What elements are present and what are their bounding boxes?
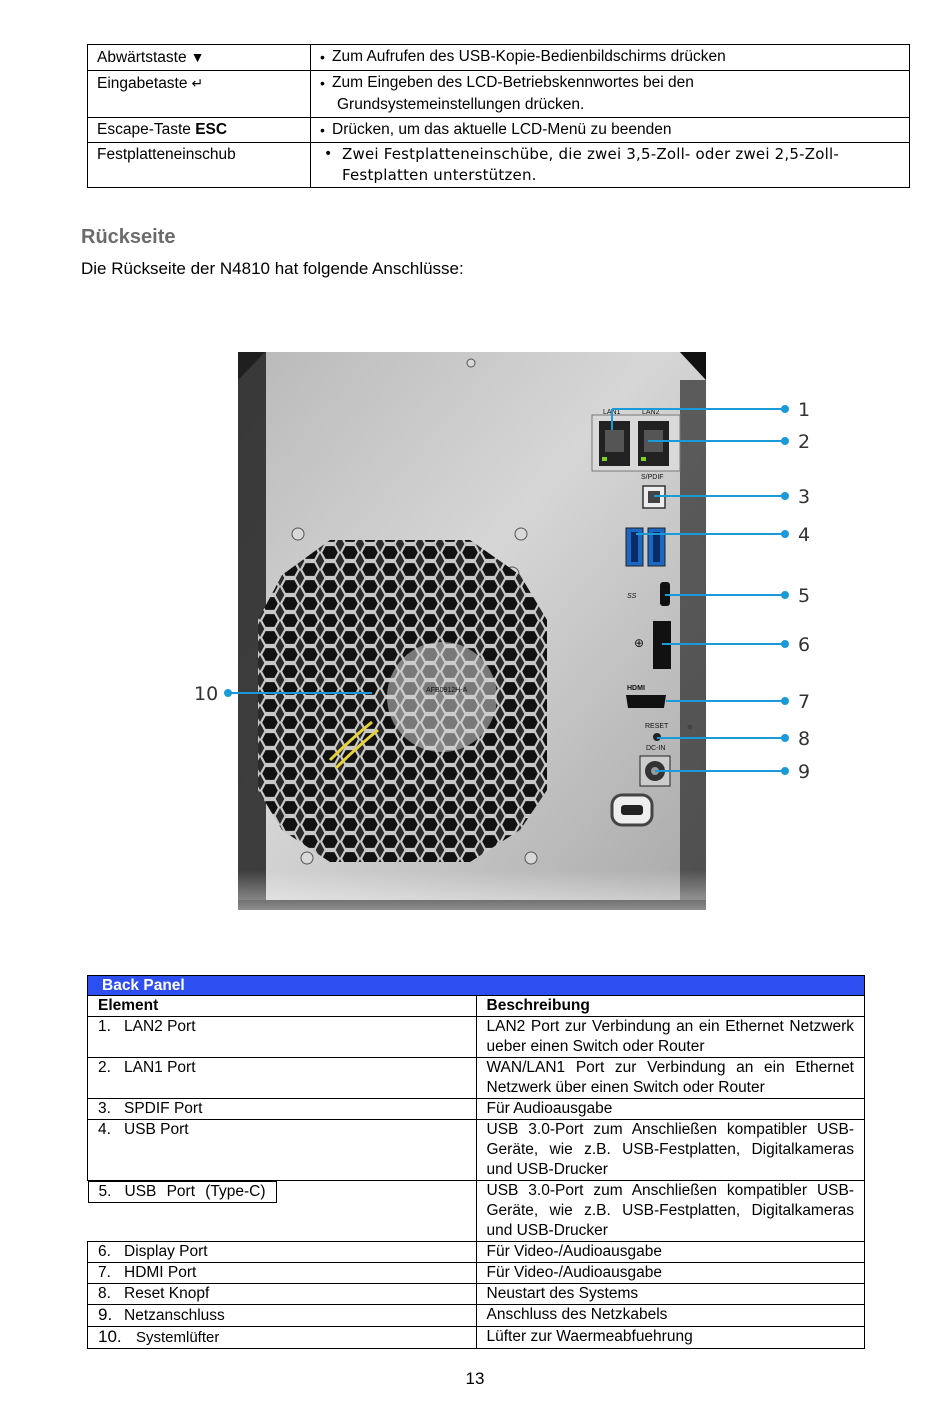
element-desc: Drücken, um das aktuelle LCD-Menü zu bee… [332,121,672,138]
port-name: Netzanschluss [124,1307,225,1324]
controls-table: Abwärtstaste▼ • Zum Aufrufen des USB-Kopi… [87,44,910,188]
element-name: Eingabetaste [97,75,188,92]
device-back-panel-image: AFB0912H-A LAN1 LAN2 S/PDIF SS ⊕ HDMI RE… [194,352,810,950]
table-row: 5.USB Port (Type-C) USB 3.0-Port zum Ans… [87,1180,865,1242]
spdif-label: S/PDIF [641,474,664,481]
table-header-row: Element Beschreibung [87,995,865,1017]
callout-lines [224,405,789,775]
table-title-row: Back Panel [87,975,865,996]
callout-9: 9 [798,761,810,783]
element-desc: Zum Eingeben des LCD-Betriebskennwortes … [332,74,694,91]
fan-grille [258,540,547,862]
svg-text:⊕: ⊕ [634,636,644,650]
callout-3: 3 [798,486,810,508]
bullet-icon: • [320,75,325,91]
port-desc: LAN2 Port zur Verbindung an ein Ethernet… [475,1016,865,1058]
element-name: Festplatteneinschub [87,142,311,188]
table-title: Back Panel [87,975,865,996]
table-row: 8.Reset Knopf Neustart des Systems [87,1283,865,1305]
port-name: USB Port [124,1121,189,1138]
port-desc: USB 3.0-Port zum Anschließen kompatibler… [475,1180,865,1242]
port-name: USB Port (Type-C) [124,1183,266,1200]
table-row: 1.LAN2 Port LAN2 Port zur Verbindung an … [87,1016,865,1058]
callout-10: 10 [194,683,218,705]
fan-model-label: AFB0912H-A [426,687,468,694]
callout-2: 2 [798,431,810,453]
hdmi-port [626,695,666,708]
callout-5: 5 [798,585,810,607]
bullet-icon: • [324,146,333,162]
bullet-icon: • [320,122,325,138]
col-header-desc: Beschreibung [475,995,865,1017]
usb-ports [625,527,666,567]
callout-6: 6 [798,634,810,656]
table-row: Escape-Taste ESC • Drücken, um das aktuel… [87,117,910,143]
element-name: Escape-Taste [97,121,196,138]
port-desc: Anschluss des Netzkabels [475,1304,865,1327]
table-row: 2.LAN1 Port WAN/LAN1 Port zur Verbindung… [87,1057,865,1099]
table-row: 6.Display Port Für Video-/Audioausgabe [87,1241,865,1263]
section-title: Rückseite [81,226,176,248]
callout-8: 8 [798,728,810,750]
lan2-label: LAN2 [642,409,660,416]
table-row: 10.Systemlüfter Lüfter zur Waermeabfuehr… [87,1326,865,1349]
port-name: LAN1 Port [124,1059,196,1076]
callout-7: 7 [798,691,810,713]
callout-4: 4 [798,524,810,546]
col-header-element: Element [87,995,477,1017]
table-row: Festplatteneinschub • Zwei Festplattenein… [87,142,910,188]
callout-1: 1 [798,399,810,421]
esc-key-label: ESC [195,121,228,138]
port-name: Display Port [124,1243,208,1260]
element-desc: Zum Aufrufen des USB-Kopie-Bedienbildsch… [332,48,726,65]
reset-label: RESET [645,723,669,730]
ss-usb-label: SS [627,593,637,600]
port-name: Systemlüfter [136,1329,220,1346]
table-row: 4.USB Port USB 3.0-Port zum Anschließen … [87,1119,865,1181]
element-desc: Grundsystemeinstellungen drücken. [337,96,585,113]
bullet-icon: • [320,49,325,65]
page-number: 13 [465,1369,485,1388]
section-intro: Die Rückseite der N4810 hat folgende Ans… [81,259,464,278]
port-desc: WAN/LAN1 Port zur Verbindung an ein Ethe… [475,1057,865,1099]
port-desc: Neustart des Systems [475,1283,865,1305]
hdmi-label: HDMI [627,685,645,692]
back-panel-table: Back Panel Element Beschreibung 1.LAN2 P… [87,975,865,1349]
table-row: 3.SPDIF Port Für Audioausgabe [87,1098,865,1120]
port-desc: USB 3.0-Port zum Anschließen kompatibler… [475,1119,865,1181]
enter-icon: ↵ [191,75,204,91]
port-desc: Für Video-/Audioausgabe [475,1241,865,1263]
dcin-label: DC-IN [646,745,665,752]
port-name: Reset Knopf [124,1285,210,1302]
port-desc: Lüfter zur Waermeabfuehrung [475,1326,865,1349]
table-row: 7.HDMI Port Für Video-/Audioausgabe [87,1262,865,1284]
table-row: 9.Netzanschluss Anschluss des Netzkabels [87,1304,865,1327]
port-desc: Für Video-/Audioausgabe [475,1262,865,1284]
element-name: Abwärtstaste [97,49,187,66]
element-desc: Festplatten unterstützen. [342,166,537,184]
port-name: HDMI Port [124,1264,197,1281]
table-row: Eingabetaste↵ • Zum Eingeben des LCD-Betr… [87,70,910,118]
table-row: Abwärtstaste▼ • Zum Aufrufen des USB-Kopi… [87,44,910,71]
element-desc: Zwei Festplatteneinschübe, die zwei 3,5-… [342,145,839,163]
port-name: LAN2 Port [124,1018,196,1035]
port-name: SPDIF Port [124,1100,203,1117]
port-desc: Für Audioausgabe [475,1098,865,1120]
lan-ports [591,414,681,472]
arrow-down-icon: ▼ [190,49,205,65]
